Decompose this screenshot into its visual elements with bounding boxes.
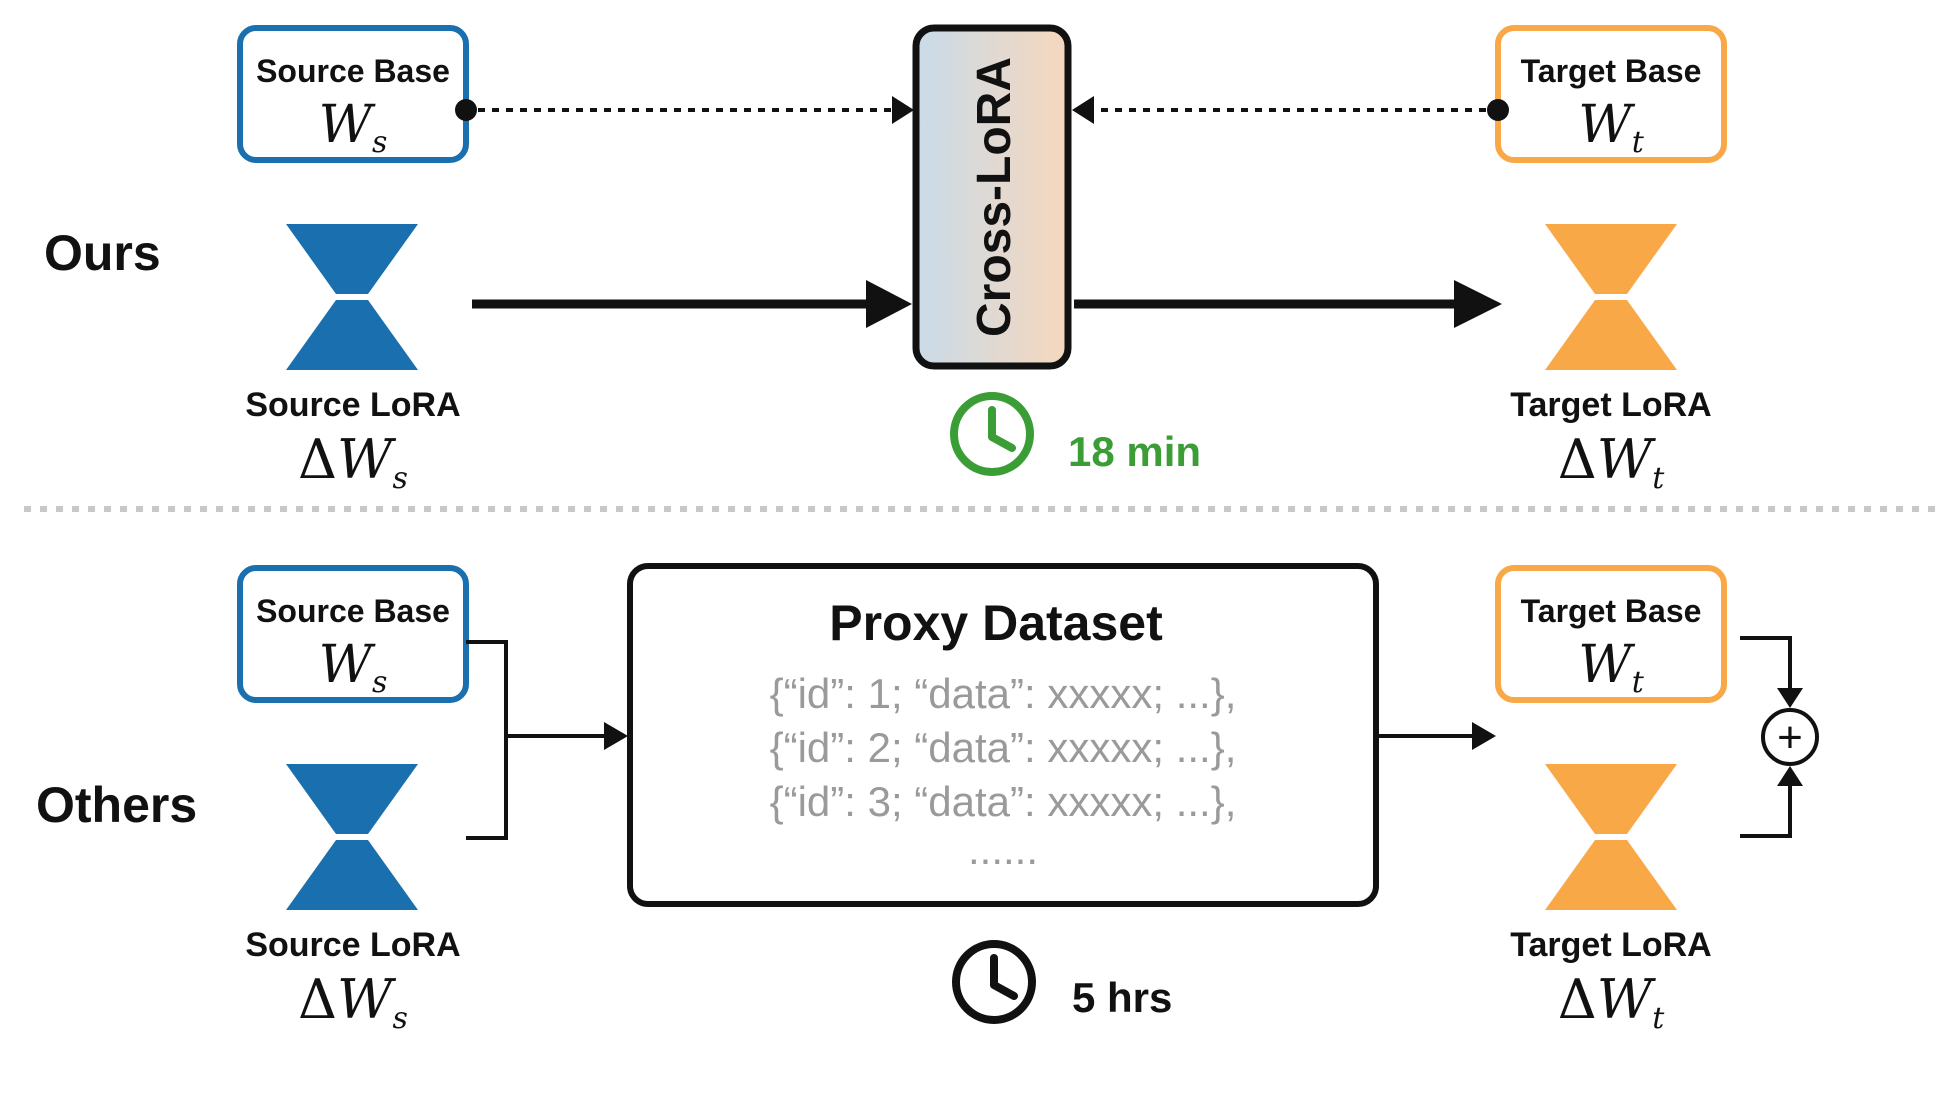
others-target-base-title: Target Base xyxy=(1521,593,1702,629)
others-target-lora-to-merge-line xyxy=(1740,782,1792,838)
others-source-base-frame xyxy=(237,565,469,703)
others-source-lora-bottom xyxy=(286,840,418,910)
others-source-lora-title: Source LoRA xyxy=(245,926,460,964)
ours-source-base-title: Source Base xyxy=(256,53,450,89)
ours-target-base-title: Target Base xyxy=(1521,53,1702,89)
ours-source-lora-title: Source LoRA xyxy=(245,386,460,424)
proxy-dataset-line-2: {“id”: 2; “data”: xxxxx; ...}, xyxy=(770,724,1237,771)
merge-plus-symbol: + xyxy=(1777,713,1803,762)
others-target-lora-to-merge-arrowhead xyxy=(1777,766,1803,786)
others-time-label: 5 hrs xyxy=(1072,974,1172,1021)
ours-source-lora-top xyxy=(286,224,418,294)
others-source-lora-icon xyxy=(286,764,418,910)
others-source-base-symbol: Ws xyxy=(319,635,388,700)
proxy-dataset-line-3: {“id”: 3; “data”: xxxxx; ...}, xyxy=(770,778,1237,825)
ours-target-lora-bottom xyxy=(1545,300,1677,370)
others-target-base-symbol: Wt xyxy=(1578,635,1644,700)
proxy-dataset-title: Proxy Dataset xyxy=(829,595,1163,651)
cross-lora-label: Cross-LoRA xyxy=(968,57,1021,337)
ours-source-base-frame xyxy=(237,25,469,163)
ours-source-base-symbol: Ws xyxy=(319,95,388,160)
proxy-dataset-line-1: {“id”: 1; “data”: xxxxx; ...}, xyxy=(770,670,1237,717)
ours-cross-to-target-arrowhead xyxy=(1454,280,1502,328)
others-target-lora-icon xyxy=(1545,764,1677,910)
cross-lora-frame xyxy=(912,24,1072,370)
others-source-bracket xyxy=(466,640,508,840)
others-dataset-to-target-arrowhead xyxy=(1472,722,1496,750)
ours-source-lora-icon xyxy=(286,224,418,370)
ours-target-lora-symbol: ΔWt xyxy=(1558,428,1666,496)
ours-target-base-arrowhead xyxy=(1072,96,1094,124)
ours-target-base-box: Target Base Wt xyxy=(1495,25,1727,163)
clock-icon xyxy=(952,940,1036,1024)
others-source-base-title: Source Base xyxy=(256,593,450,629)
clock-icon xyxy=(950,392,1034,476)
others-target-base-box: Target Base Wt xyxy=(1495,565,1727,703)
ours-source-base-arrowhead xyxy=(892,96,914,124)
others-target-lora-title: Target LoRA xyxy=(1510,926,1711,964)
ours-target-lora-top xyxy=(1545,224,1677,294)
others-source-base-box: Source Base Ws xyxy=(237,565,469,703)
others-source-to-dataset-arrowhead xyxy=(604,722,628,750)
ours-target-base-frame xyxy=(1495,25,1727,163)
others-target-base-frame xyxy=(1495,565,1727,703)
others-target-lora-bottom xyxy=(1545,840,1677,910)
others-target-base-to-merge-arrowhead xyxy=(1777,688,1803,708)
others-target-base-to-merge-line xyxy=(1740,636,1792,692)
cross-lora-module: Cross-LoRA xyxy=(912,24,1072,370)
ours-source-to-cross-arrowhead xyxy=(866,280,912,328)
ours-time-label: 18 min xyxy=(1068,428,1201,475)
others-row-label: Others xyxy=(36,777,197,833)
ours-target-lora-title: Target LoRA xyxy=(1510,386,1711,424)
ours-source-lora-bottom xyxy=(286,300,418,370)
others-target-lora-symbol: ΔWt xyxy=(1558,968,1666,1036)
proxy-dataset-line-4: ...... xyxy=(968,826,1038,873)
ours-source-base-dot xyxy=(455,99,477,121)
proxy-dataset-box: Proxy Dataset {“id”: 1; “data”: xxxxx; .… xyxy=(627,563,1379,907)
ours-source-base-box: Source Base Ws xyxy=(237,25,469,163)
ours-target-base-dot xyxy=(1487,99,1509,121)
ours-row-label: Ours xyxy=(44,225,161,281)
merge-plus-icon: + xyxy=(1761,708,1819,766)
others-source-lora-symbol: ΔWs xyxy=(298,968,408,1036)
others-source-lora-top xyxy=(286,764,418,834)
others-target-lora-top xyxy=(1545,764,1677,834)
ours-target-base-symbol: Wt xyxy=(1578,95,1644,160)
ours-source-lora-symbol: ΔWs xyxy=(298,428,408,496)
ours-target-lora-icon xyxy=(1545,224,1677,370)
proxy-dataset-frame xyxy=(627,563,1379,907)
